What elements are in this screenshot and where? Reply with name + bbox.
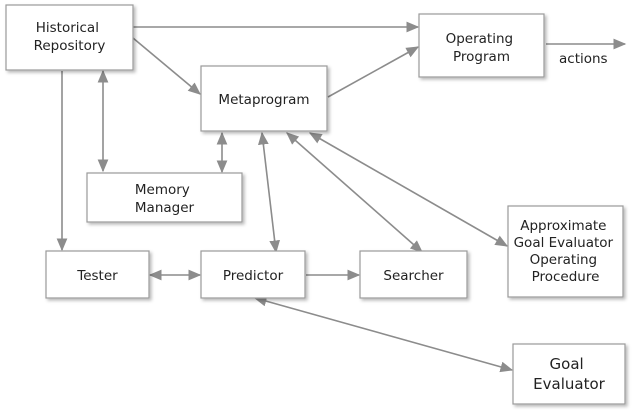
edge-metaprogram-predictor: [258, 131, 280, 254]
node-historical-repository: Historical Repository: [5, 4, 134, 71]
node-box: [512, 343, 626, 405]
node-label-line: Searcher: [383, 268, 444, 284]
node-label-line: Procedure: [532, 269, 600, 285]
node-box: [418, 13, 545, 78]
node-label-line: Goal Evaluator: [514, 235, 614, 251]
node-tester: Tester: [45, 250, 150, 299]
node-goal-evaluator: Goal Evaluator: [512, 343, 626, 405]
node-label-line: Program: [453, 49, 510, 65]
node-box: [359, 250, 468, 299]
svg-text:Approximate Goal Evaluat: Approximate Goal Evaluator Operating Pro…: [514, 218, 618, 285]
node-label-line: Approximate: [520, 218, 606, 234]
node-label-line: Predictor: [223, 268, 284, 284]
node-label-line: Operating: [446, 31, 514, 47]
node-metaprogram: Metaprogram: [200, 65, 328, 132]
node-box: [507, 205, 624, 298]
node-label-line: Tester: [76, 268, 118, 284]
node-box: [200, 65, 328, 132]
node-label-line: Historical: [36, 20, 99, 36]
node-predictor: Predictor: [200, 250, 306, 299]
edge-metaprogram-searcher: [286, 132, 423, 253]
node-box: [45, 250, 150, 299]
node-box: [200, 250, 306, 299]
node-label-line: Metaprogram: [218, 92, 309, 108]
edge-metaprogram-approximate-goal-evaluator: [308, 132, 509, 247]
edge-metaprogram-to-operating-program: [327, 46, 420, 98]
node-approximate-goal-evaluator-operating-procedure: Approximate Goal Evaluator Operating Pro…: [507, 205, 624, 298]
node-memory-manager: Memory Manager: [86, 172, 243, 223]
node-label-line: Goal: [550, 355, 584, 373]
node-label-line: Evaluator: [533, 375, 605, 393]
svg-text:Goal Evaluator: Goal Evaluator: [533, 355, 605, 393]
svg-text:Operating Program: Operating Program: [446, 31, 518, 65]
node-box: [5, 4, 134, 71]
svg-text:Memory Manager: Memory Manager: [135, 182, 195, 216]
node-label-line: Operating: [530, 252, 598, 268]
node-operating-program: Operating Program: [418, 13, 545, 78]
svg-text:Historical Repository: Historical Repository: [34, 20, 106, 54]
node-label-line: Memory: [135, 182, 190, 198]
actions-label: actions: [559, 51, 608, 67]
edges: [56, 21, 627, 373]
edge-predictor-goal-evaluator: [253, 295, 514, 373]
node-box: [86, 172, 243, 223]
node-label-line: Repository: [34, 38, 106, 54]
node-searcher: Searcher: [359, 250, 468, 299]
edge-historical-repository-to-metaprogram: [132, 37, 201, 95]
node-label-line: Manager: [135, 200, 195, 216]
